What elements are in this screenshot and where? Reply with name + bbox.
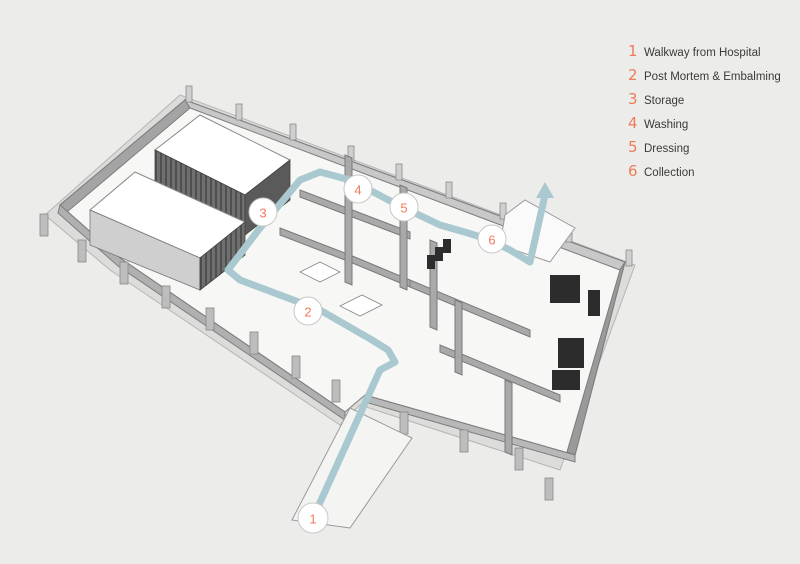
facade-columns xyxy=(39,213,554,501)
marker-6-label: 6 xyxy=(488,233,495,248)
marker-3: 3 xyxy=(248,197,278,227)
marker-1: 1 xyxy=(297,502,329,534)
legend-item-post-mortem: 2 Post Mortem & Embalming xyxy=(628,66,796,84)
legend-label: Storage xyxy=(644,95,685,107)
exit-arrow-icon xyxy=(536,182,554,198)
legend-item-walkway: 1 Walkway from Hospital xyxy=(628,42,796,60)
legend-number: 1 xyxy=(628,42,638,60)
marker-1-label: 1 xyxy=(309,512,316,527)
legend-item-dressing: 5 Dressing xyxy=(628,138,796,156)
legend-item-storage: 3 Storage xyxy=(628,90,796,108)
legend-item-collection: 6 Collection xyxy=(628,162,796,180)
marker-3-label: 3 xyxy=(259,206,266,221)
legend-label: Walkway from Hospital xyxy=(644,47,761,59)
marker-5: 5 xyxy=(389,192,419,222)
legend: 1 Walkway from Hospital 2 Post Mortem & … xyxy=(628,42,796,180)
marker-2-label: 2 xyxy=(304,305,311,320)
legend-number: 2 xyxy=(628,66,638,84)
equipment-blocks xyxy=(427,239,600,390)
embalming-tables xyxy=(299,261,383,317)
interior-partitions xyxy=(279,154,561,456)
legend-number: 6 xyxy=(628,162,638,180)
legend-number: 5 xyxy=(628,138,638,156)
marker-6: 6 xyxy=(477,224,507,254)
marker-4-label: 4 xyxy=(354,183,361,198)
legend-number: 3 xyxy=(628,90,638,108)
marker-2: 2 xyxy=(293,296,323,326)
marker-4: 4 xyxy=(343,174,373,204)
legend-label: Washing xyxy=(644,119,689,131)
marker-5-label: 5 xyxy=(400,201,407,216)
legend-number: 4 xyxy=(628,114,638,132)
legend-label: Collection xyxy=(644,167,695,179)
storage-container-lower xyxy=(89,171,246,291)
legend-item-washing: 4 Washing xyxy=(628,114,796,132)
legend-label: Post Mortem & Embalming xyxy=(644,71,781,83)
legend-label: Dressing xyxy=(644,143,690,155)
